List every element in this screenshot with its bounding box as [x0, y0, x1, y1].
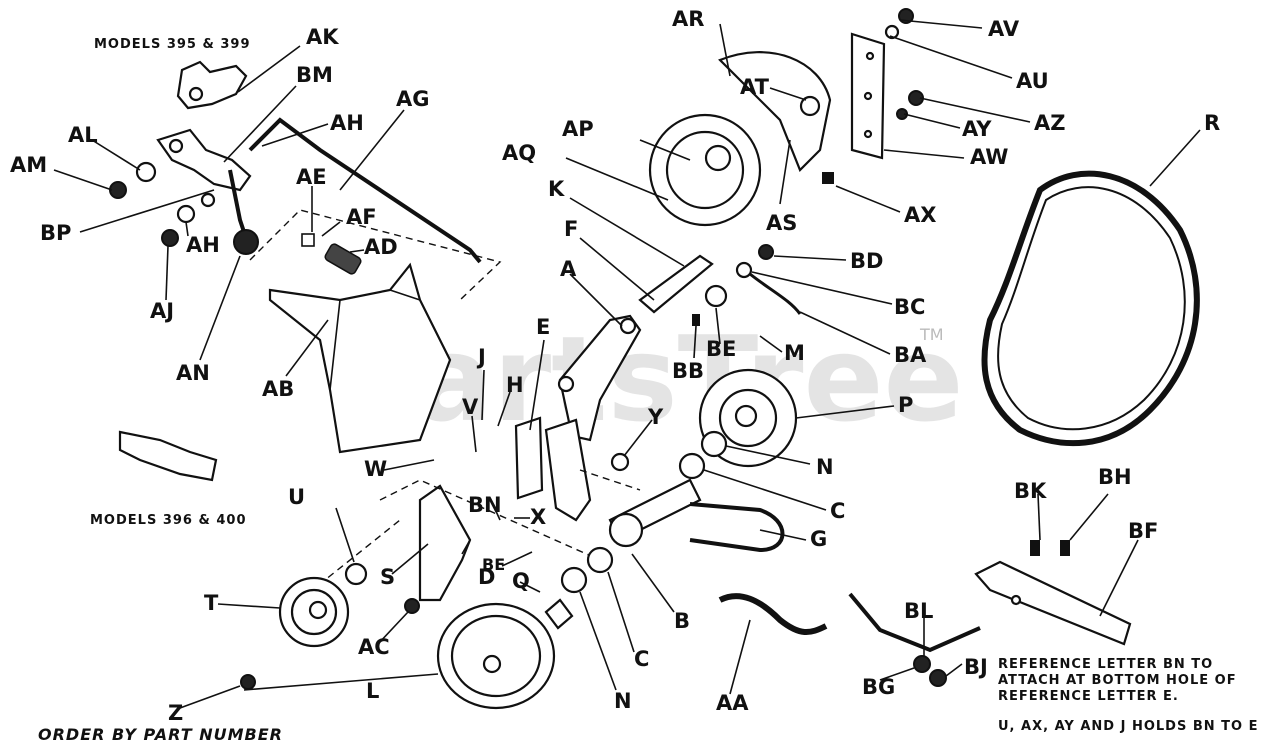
label-AP: AP [562, 117, 594, 141]
label-L: L [366, 679, 379, 703]
label-AG: AG [396, 87, 430, 111]
label-AM: AM [10, 153, 47, 177]
label-AT: AT [740, 75, 770, 99]
label-E: E [536, 315, 550, 339]
label-A: A [560, 257, 577, 281]
label-K: K [548, 177, 565, 201]
label-BG: BG [862, 675, 895, 699]
label-AK: AK [306, 25, 339, 49]
label-AA: AA [716, 691, 749, 715]
label-AB: AB [262, 377, 294, 401]
label-BC: BC [894, 295, 925, 319]
label-N-top: N [816, 455, 834, 479]
label-AW: AW [970, 145, 1008, 169]
label-AV: AV [988, 17, 1020, 41]
label-AF: AF [346, 205, 377, 229]
label-BN: BN [468, 493, 502, 517]
label-N: N [614, 689, 632, 713]
label-AZ: AZ [1034, 111, 1065, 135]
label-BE-top: BE [706, 337, 736, 361]
leader-lines [53, 19, 1201, 709]
label-BE: BE [482, 555, 505, 574]
label-T: T [204, 591, 219, 615]
label-U: U [288, 485, 305, 509]
models-396-400-note: MODELS 396 & 400 [90, 513, 247, 528]
label-V: V [462, 395, 479, 419]
label-AR: AR [672, 7, 704, 31]
label-X: X [530, 505, 546, 529]
label-J: J [476, 345, 486, 369]
label-Q: Q [512, 569, 530, 593]
order-by-part-number-note: ORDER BY PART NUMBER [38, 725, 283, 744]
trademark-text: TM [919, 325, 944, 344]
label-W: W [364, 457, 387, 481]
label-BH: BH [1098, 465, 1132, 489]
label-M: M [784, 341, 805, 365]
label-G: G [810, 527, 827, 551]
label-BM: BM [296, 63, 333, 87]
label-C: C [634, 647, 649, 671]
label-AN: AN [176, 361, 210, 385]
label-AC: AC [358, 635, 390, 659]
reference-note-line-3: REFERENCE LETTER E. [998, 689, 1179, 704]
label-AS: AS [766, 211, 797, 235]
label-BJ: BJ [964, 655, 988, 679]
label-BA: BA [894, 343, 927, 367]
callout-labels: AK BM AG AL AH AM AE AF AD BP AH AJ AN A… [10, 7, 1220, 725]
label-BF: BF [1128, 519, 1158, 543]
label-D: D [478, 565, 495, 589]
reference-note-line-2: ATTACH AT BOTTOM HOLE OF [998, 673, 1237, 688]
label-F: F [564, 217, 578, 241]
holds-note: U, AX, AY AND J HOLDS BN TO E [998, 719, 1258, 734]
drawing-parts [109, 8, 1200, 710]
label-C-top: C [830, 499, 845, 523]
label-B: B [674, 609, 690, 633]
label-H: H [506, 373, 524, 397]
label-BD: BD [850, 249, 883, 273]
label-AH: AH [186, 233, 220, 257]
models-395-399-note: MODELS 395 & 399 [94, 37, 251, 52]
label-AJ: AJ [150, 299, 174, 323]
label-BK: BK [1014, 479, 1047, 503]
label-Y: Y [647, 405, 664, 429]
label-AY: AY [962, 117, 992, 141]
label-Z: Z [168, 701, 183, 725]
label-AU: AU [1016, 69, 1049, 93]
label-S: S [380, 565, 395, 589]
label-R: R [1204, 111, 1220, 135]
label-AX: AX [904, 203, 936, 227]
label-BL: BL [904, 599, 933, 623]
label-BP: BP [40, 221, 71, 245]
reference-note-line-1: REFERENCE LETTER BN TO [998, 657, 1213, 672]
label-AH-top: AH [330, 111, 364, 135]
label-AQ: AQ [502, 141, 536, 165]
label-AE: AE [296, 165, 327, 189]
label-BB: BB [672, 359, 704, 383]
label-AL: AL [68, 123, 98, 147]
label-P: P [898, 393, 913, 417]
label-AD: AD [364, 235, 398, 259]
